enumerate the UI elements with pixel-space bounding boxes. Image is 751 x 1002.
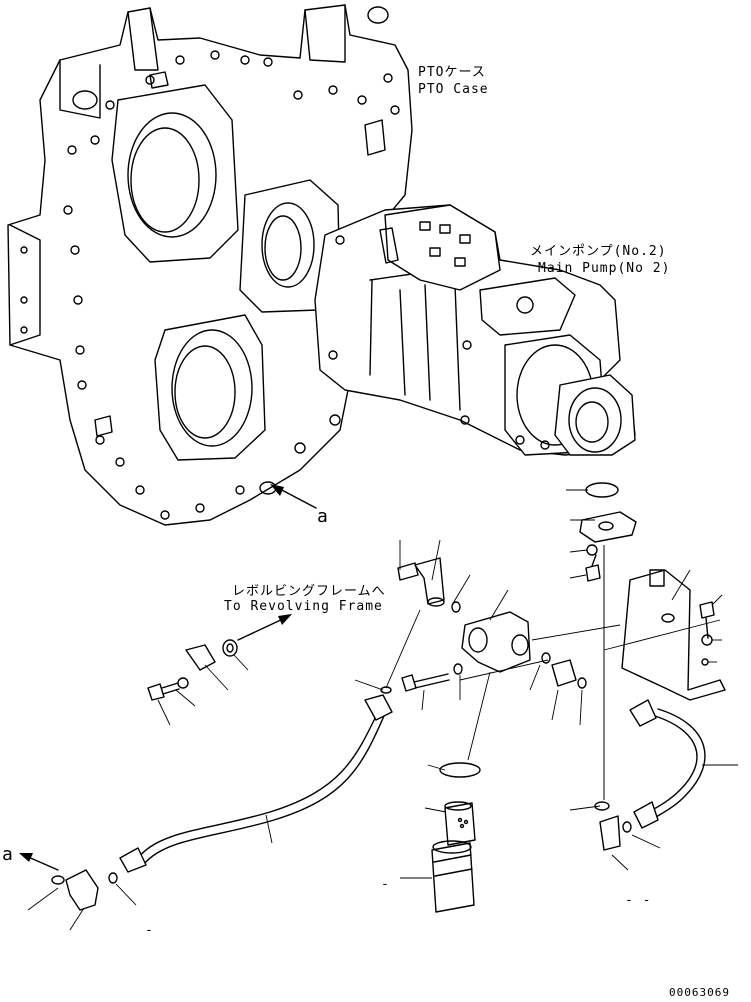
flange-plate <box>579 511 637 543</box>
drawing-number: 00063069 <box>669 986 730 998</box>
label-pto-case-en: PTO Case <box>418 82 489 97</box>
label-main-pump-jp: メインポンプ(No.2) <box>530 244 667 259</box>
washer <box>586 544 598 556</box>
hose-left <box>51 694 393 911</box>
reference-mark-a-top: a <box>317 506 328 527</box>
bolt-head <box>585 564 601 582</box>
label-main-pump-en: Main Pump(No 2) <box>538 261 670 276</box>
arrows <box>19 484 317 871</box>
reference-mark-a-bottom: a <box>2 844 13 865</box>
leader-lines <box>27 489 738 931</box>
filter-element <box>444 802 476 846</box>
main-pump <box>314 204 636 456</box>
dash-label-3: - - <box>625 893 651 908</box>
label-revolving-en: To Revolving Frame <box>224 599 383 614</box>
o-ring-small <box>594 801 610 811</box>
mounting-bracket <box>621 569 726 701</box>
filter-gasket <box>439 762 481 778</box>
hose-right <box>599 699 706 851</box>
pto-case <box>7 4 413 526</box>
o-ring-pump-outlet <box>585 482 619 498</box>
dash-label-2: - <box>145 923 154 938</box>
filter-head <box>461 611 531 673</box>
label-revolving-jp: レボルビングフレームへ <box>232 584 386 599</box>
label-pto-case-jp: PTOケース <box>418 65 486 80</box>
dash-label-1: - <box>381 877 390 892</box>
